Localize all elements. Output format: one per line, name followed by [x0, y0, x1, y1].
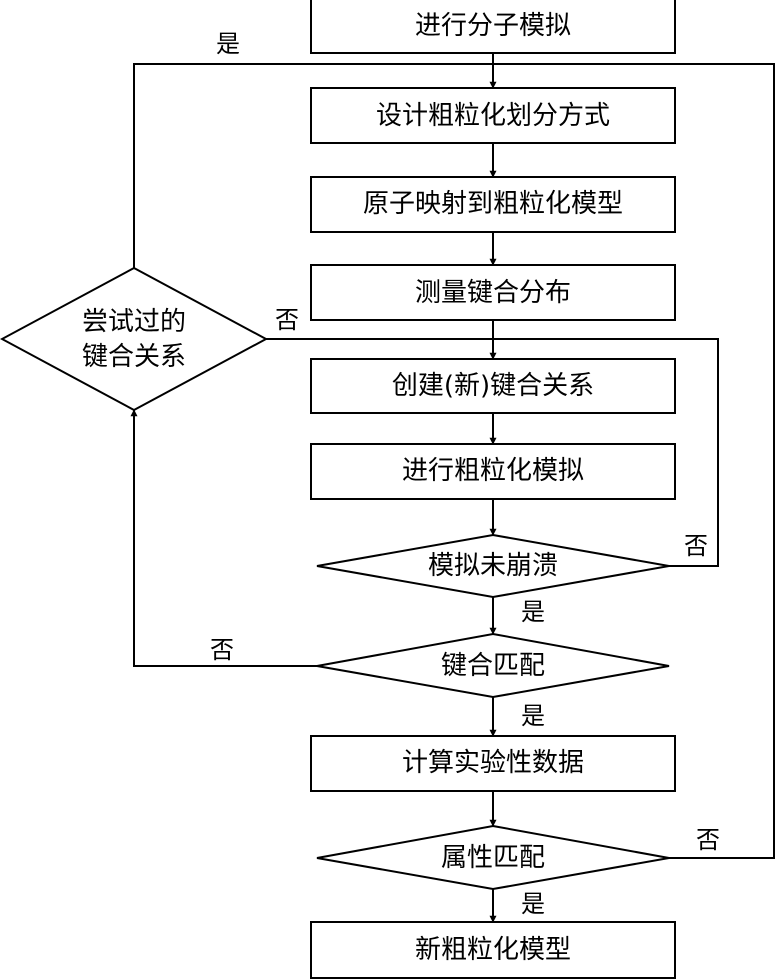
label-match-no: 否	[210, 636, 234, 664]
label-tried-yes: 是	[216, 30, 240, 58]
edge-labels: 是 否 否 是 否 是 否 是	[210, 30, 720, 918]
label-collapse-yes: 是	[521, 598, 545, 626]
loop-match-no	[130, 409, 317, 667]
decision-not-collapsed: 模拟未崩溃	[316, 533, 670, 599]
decision-not-collapsed-label: 模拟未崩溃	[428, 551, 558, 581]
node-measure-bonds: 测量键合分布	[310, 264, 676, 321]
node-measure-bonds-label: 测量键合分布	[415, 278, 571, 308]
loop-collapse-no	[493, 338, 719, 567]
decision-bonds-match-label: 键合匹配	[441, 651, 545, 681]
node-compute-exp-label: 计算实验性数据	[402, 748, 584, 778]
node-create-bonds-label: 创建(新)键合关系	[392, 371, 594, 401]
node-run-md-label: 进行分子模拟	[415, 11, 571, 41]
label-tried-no: 否	[275, 306, 299, 334]
node-map-atoms-label: 原子映射到粗粒化模型	[363, 189, 623, 219]
node-design-cg: 设计粗粒化划分方式	[310, 87, 676, 144]
node-new-model: 新粗粒化模型	[310, 921, 676, 979]
node-compute-exp: 计算实验性数据	[310, 735, 676, 792]
decision-props-match: 属性匹配	[316, 824, 670, 891]
node-create-bonds: 创建(新)键合关系	[310, 358, 676, 414]
label-props-yes: 是	[521, 890, 545, 918]
node-new-model-label: 新粗粒化模型	[415, 935, 571, 965]
node-design-cg-label: 设计粗粒化划分方式	[376, 101, 610, 131]
loop-props-no	[493, 63, 775, 859]
node-run-md: 进行分子模拟	[310, 0, 676, 54]
node-map-atoms: 原子映射到粗粒化模型	[310, 176, 676, 233]
loop-tried-yes	[133, 63, 493, 268]
decision-bonds-match: 键合匹配	[316, 632, 670, 699]
label-collapse-no: 否	[684, 532, 708, 560]
node-run-cg-label: 进行粗粒化模拟	[402, 456, 584, 486]
decision-props-match-label: 属性匹配	[441, 843, 545, 873]
decision-tried-bonds: 尝试过的 键合关系	[0, 266, 269, 412]
decision-tried-bonds-label-line2: 键合关系	[82, 342, 186, 372]
label-match-yes: 是	[521, 702, 545, 730]
decision-tried-bonds-label-line1: 尝试过的	[82, 307, 186, 337]
connectors	[130, 53, 775, 923]
node-run-cg: 进行粗粒化模拟	[310, 443, 676, 500]
label-props-no: 否	[696, 826, 720, 854]
